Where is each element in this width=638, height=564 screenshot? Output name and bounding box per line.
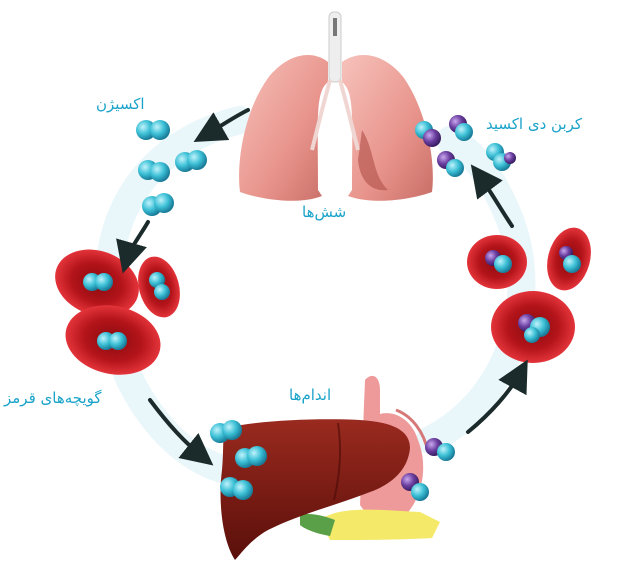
- oxygen-molecule: [136, 120, 170, 140]
- organs-label: اندام‌ها: [289, 388, 331, 403]
- oxygen-molecule: [83, 273, 113, 291]
- oxygen-molecule: [97, 332, 127, 350]
- red-blood-cells-left: [46, 238, 187, 383]
- lungs-illustration: [239, 12, 433, 201]
- oxygen-label: اکسیژن: [96, 97, 145, 112]
- red-blood-cells-label: گویچه‌های قرمز: [4, 391, 102, 406]
- carbon-dioxide-label: کربن دی اکسید: [486, 117, 582, 132]
- lungs-label: شش‌ها: [302, 205, 346, 220]
